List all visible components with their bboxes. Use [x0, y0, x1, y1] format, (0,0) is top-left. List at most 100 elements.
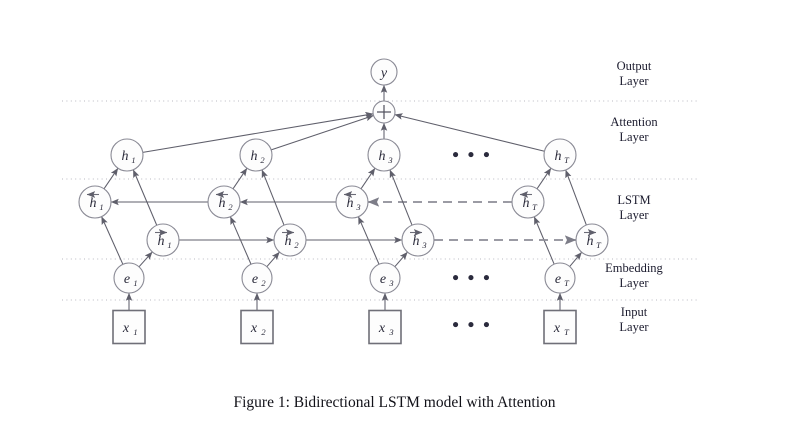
- ellipsis-input: • • •: [452, 315, 491, 336]
- svg-text:3: 3: [388, 278, 393, 288]
- svg-text:e: e: [124, 272, 130, 287]
- edge-forward-to-h-1: [132, 169, 158, 226]
- edge-embedding-to-forward-1: [138, 251, 153, 268]
- ellipsis-embedding: • • •: [452, 268, 491, 289]
- edge-embedding-to-forward-2: [266, 251, 280, 268]
- svg-text:h: h: [587, 234, 594, 249]
- edge-h-to-sum-2: [270, 114, 374, 151]
- svg-text:Layer: Layer: [619, 276, 649, 290]
- ellipsis-attention: • • •: [452, 145, 491, 166]
- edge-forward-to-h-4: [565, 169, 587, 226]
- svg-text:h: h: [122, 149, 129, 164]
- edge-embedding-to-forward-4: [569, 251, 583, 267]
- output-node-y: y: [370, 58, 398, 86]
- svg-text:x: x: [122, 321, 130, 336]
- edge-backward-to-h-2: [232, 167, 248, 190]
- edge-backward-to-h-3: [360, 167, 376, 190]
- svg-text:1: 1: [133, 278, 137, 288]
- svg-text:2: 2: [228, 202, 233, 212]
- svg-text:LSTM: LSTM: [617, 193, 650, 207]
- svg-text:T: T: [564, 327, 570, 337]
- svg-text:2: 2: [294, 240, 299, 250]
- svg-text:x: x: [553, 321, 561, 336]
- edge-forward-to-h-2: [261, 169, 285, 226]
- svg-text:1: 1: [99, 202, 103, 212]
- svg-text:h: h: [347, 196, 354, 211]
- figure-caption: Figure 1: Bidirectional LSTM model with …: [233, 394, 556, 411]
- svg-text:x: x: [250, 321, 258, 336]
- edge-embedding-to-backward-1: [101, 216, 124, 265]
- svg-text:h: h: [413, 234, 420, 249]
- edge-forward-to-h-3: [389, 169, 413, 226]
- svg-text:3: 3: [388, 327, 393, 337]
- svg-text:e: e: [555, 272, 561, 287]
- svg-text:1: 1: [131, 155, 135, 165]
- svg-text:T: T: [564, 155, 570, 165]
- svg-text:Layer: Layer: [619, 130, 649, 144]
- svg-text:h: h: [219, 196, 226, 211]
- svg-text:2: 2: [261, 327, 266, 337]
- svg-text:3: 3: [387, 155, 392, 165]
- svg-text:Layer: Layer: [619, 74, 649, 88]
- edge-backward-to-h-4: [536, 167, 552, 190]
- svg-text:2: 2: [260, 155, 265, 165]
- svg-text:y: y: [379, 66, 388, 81]
- svg-text:T: T: [596, 240, 602, 250]
- svg-text:Attention: Attention: [610, 115, 658, 129]
- svg-text:e: e: [380, 272, 386, 287]
- svg-text:x: x: [378, 321, 386, 336]
- edge-h-to-sum-1: [142, 111, 374, 153]
- diagram-edges: [101, 84, 587, 311]
- svg-text:h: h: [158, 234, 165, 249]
- svg-text:3: 3: [355, 202, 360, 212]
- svg-text:h: h: [251, 149, 258, 164]
- svg-text:Output: Output: [617, 59, 652, 73]
- svg-text:h: h: [379, 149, 386, 164]
- svg-text:e: e: [252, 272, 258, 287]
- svg-text:T: T: [564, 278, 570, 288]
- edge-h-to-sum-4: [394, 113, 545, 152]
- edge-embedding-to-forward-3: [394, 251, 408, 268]
- svg-text:Embedding: Embedding: [605, 261, 663, 275]
- ellipsis-group: • • • • • • • • •: [452, 145, 491, 336]
- svg-text:Layer: Layer: [619, 208, 649, 222]
- svg-text:Input: Input: [621, 305, 648, 319]
- svg-text:Layer: Layer: [619, 320, 649, 334]
- svg-text:1: 1: [167, 240, 171, 250]
- edge-backward-to-h-1: [103, 167, 119, 190]
- svg-text:h: h: [285, 234, 292, 249]
- svg-text:2: 2: [261, 278, 266, 288]
- svg-text:3: 3: [421, 240, 426, 250]
- svg-text:h: h: [555, 149, 562, 164]
- svg-text:h: h: [523, 196, 530, 211]
- layer-separators: [62, 100, 700, 301]
